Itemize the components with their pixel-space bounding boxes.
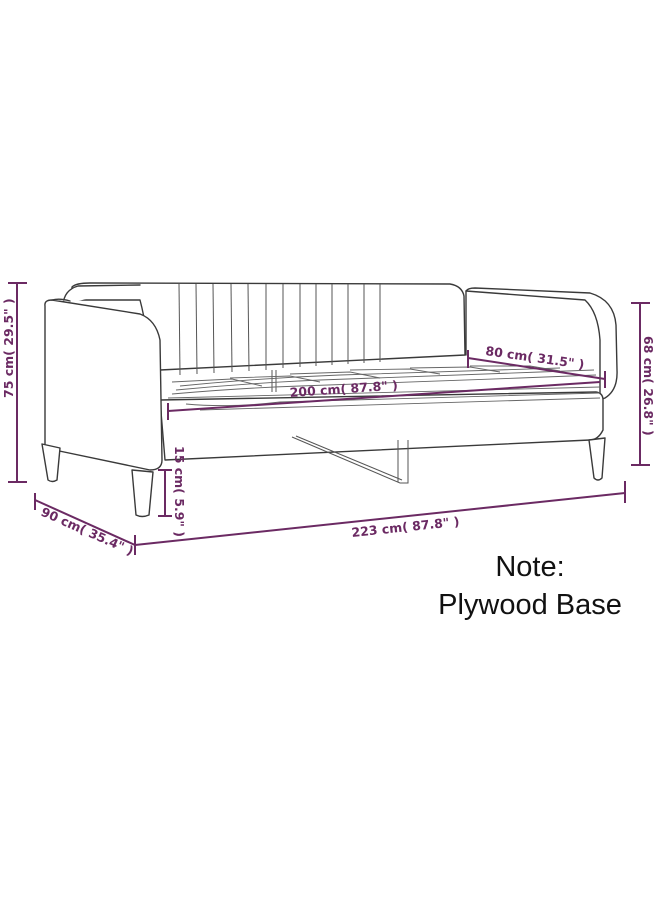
leg-height-15-label: 15 cm( 5.9" ) [172, 446, 187, 537]
height-75-label: 75 cm( 29.5" ) [1, 298, 16, 398]
plywood-note: Note: Plywood Base [400, 548, 660, 624]
left-front-leg [41, 443, 61, 483]
armrest-height-68-label: 68 cm( 26.8" ) [641, 336, 656, 436]
backrest [62, 282, 466, 392]
dimension-lines [8, 282, 650, 555]
left-armrest [44, 298, 163, 471]
length-223-label: 223 cm( 87.8" ) [351, 514, 460, 540]
depth-90-label: 90 cm( 35.4" ) [39, 504, 136, 558]
right-armrest [465, 287, 618, 401]
note-title: Note: [495, 551, 565, 583]
left-back-leg [131, 469, 154, 518]
bed-frame [159, 365, 604, 484]
right-leg [588, 437, 606, 481]
note-body: Plywood Base [438, 589, 622, 621]
